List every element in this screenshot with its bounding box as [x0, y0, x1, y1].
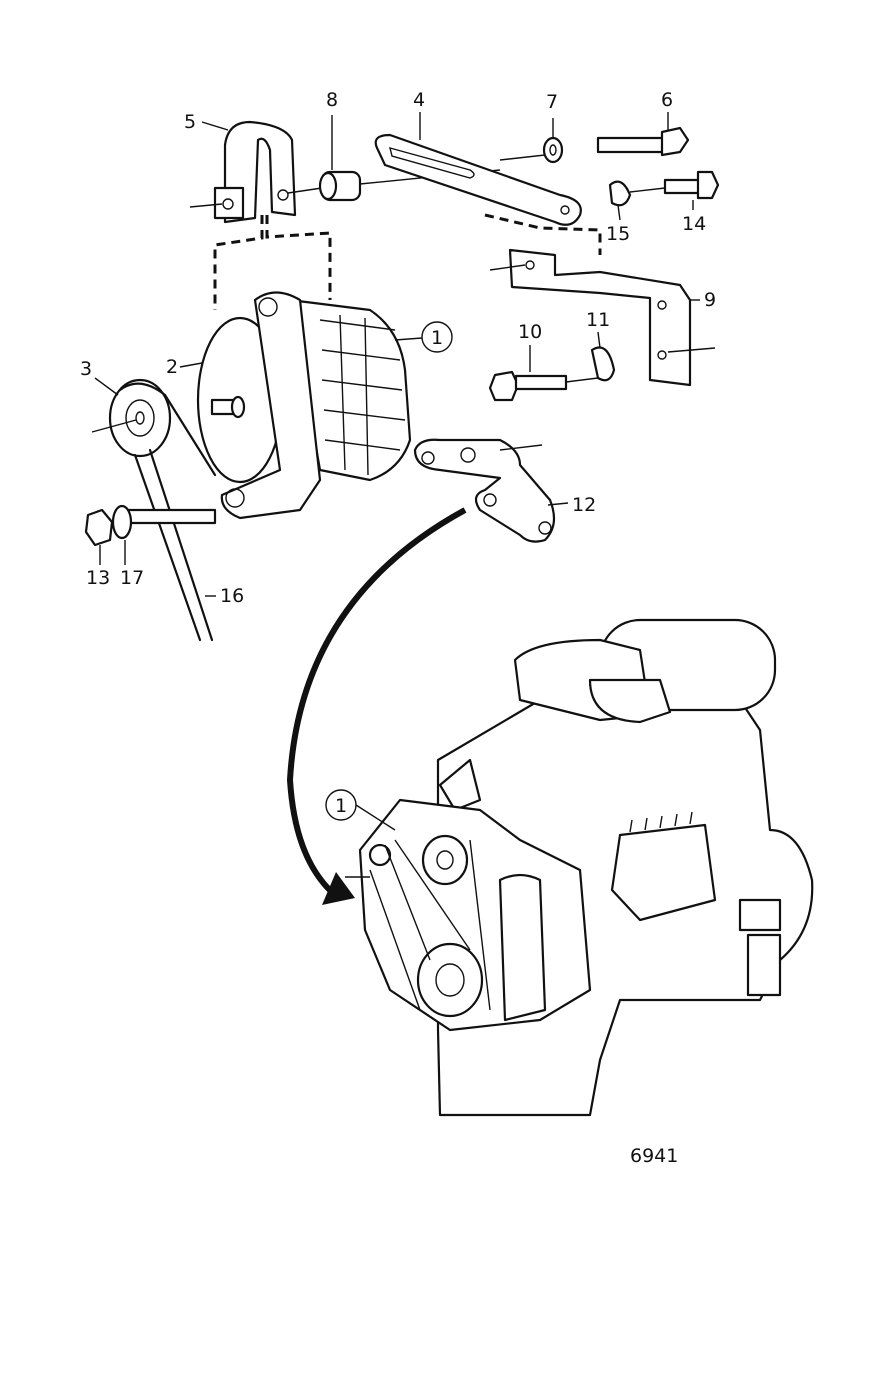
part-16-belt: [118, 382, 217, 642]
part-7-washer: [542, 118, 564, 164]
part-13-bolt: [84, 508, 217, 565]
callout-10: 10: [518, 321, 542, 343]
callout-2: 2: [166, 356, 178, 378]
part-1-alternator: [196, 291, 412, 520]
part-14-bolt: [629, 170, 720, 210]
callout-13: 13: [86, 567, 110, 589]
part-17-washer: [111, 504, 133, 565]
part-10-bolt: [488, 345, 599, 402]
callout-6: 6: [661, 89, 673, 111]
callout-1: 1: [431, 327, 443, 349]
part-12-link: [413, 438, 569, 543]
part-5-bracket: [189, 120, 332, 310]
callout-3: 3: [80, 358, 92, 380]
callout-12: 12: [572, 494, 596, 516]
callout-5: 5: [184, 111, 196, 133]
callout-9: 9: [704, 289, 716, 311]
engine-assembly: [345, 618, 814, 1117]
callout-8: 8: [326, 89, 338, 111]
callout-7: 7: [546, 91, 558, 113]
part-4-adjusting-arm: [374, 112, 602, 255]
figure-number: 6941: [630, 1145, 678, 1167]
part-6-bolt: [596, 112, 690, 157]
callout-4: 4: [413, 89, 425, 111]
part-15-lock-washer: [608, 180, 632, 221]
callout-labels: 5 8 4 7 6 15 14 9 10 11 1 3 2 12 13 17 1…: [80, 89, 716, 1167]
callout-14: 14: [682, 213, 706, 235]
callout-17: 17: [120, 567, 144, 589]
callout-1-engine: 1: [335, 795, 347, 817]
part-3-pulley: [91, 378, 172, 458]
part-11-lock-washer: [590, 331, 616, 382]
callout-16: 16: [220, 585, 244, 607]
arrow-to-engine: [286, 507, 467, 905]
callout-11: 11: [586, 309, 610, 331]
callout-15: 15: [606, 223, 630, 245]
callout-1-circle: [421, 321, 453, 353]
part-9-bracket: [489, 248, 716, 387]
